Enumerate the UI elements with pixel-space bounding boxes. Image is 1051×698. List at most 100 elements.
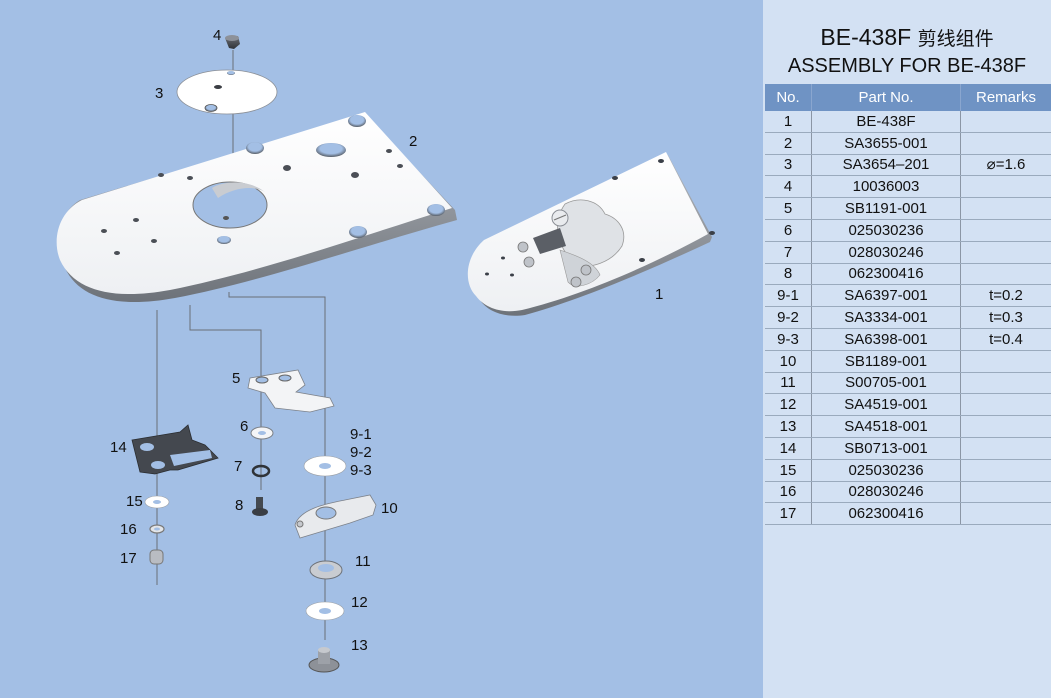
cell-remarks <box>960 241 1051 264</box>
cell-part-no: SB1191-001 <box>811 197 961 220</box>
title-model: BE-438F 剪线组件 <box>763 24 1051 51</box>
cell-part-no: 025030236 <box>811 219 961 242</box>
part-11-washer <box>309 560 343 580</box>
title-model-number: BE-438F <box>820 24 912 50</box>
part-2-throat-plate <box>56 112 457 303</box>
cell-no: 2 <box>765 132 812 155</box>
cell-no: 17 <box>765 502 812 526</box>
part-14-bracket <box>131 424 219 475</box>
part-12-shim <box>305 601 345 621</box>
part-13-stud <box>308 647 340 673</box>
cell-part-no: 025030236 <box>811 459 961 482</box>
cell-no: 8 <box>765 263 812 286</box>
callout-7: 7 <box>234 458 243 475</box>
cell-remarks <box>960 415 1051 438</box>
cell-remarks <box>960 263 1051 286</box>
header-part-no: Part No. <box>811 84 961 111</box>
table-header-row: No. Part No. Remarks <box>765 84 1051 111</box>
header-no: No. <box>765 84 812 111</box>
cell-remarks <box>960 372 1051 395</box>
header-remarks: Remarks <box>960 84 1051 111</box>
cell-no: 11 <box>765 372 812 395</box>
cell-no: 6 <box>765 219 812 242</box>
cell-no: 5 <box>765 197 812 220</box>
callout-6: 6 <box>240 418 249 435</box>
part-4-screw <box>225 35 240 49</box>
callout-1: 1 <box>655 286 664 303</box>
cell-remarks <box>960 459 1051 482</box>
callout-4: 4 <box>213 27 222 44</box>
cell-part-no: 062300416 <box>811 263 961 286</box>
cell-part-no: 10036003 <box>811 175 961 199</box>
cell-remarks <box>960 219 1051 242</box>
cell-no: 1 <box>765 111 812 133</box>
cell-part-no: SA3334-001 <box>811 306 961 329</box>
cell-remarks <box>960 197 1051 220</box>
callout-8: 8 <box>235 497 244 514</box>
cell-remarks <box>960 175 1051 199</box>
cell-no: 3 <box>765 154 812 177</box>
cell-remarks: t=0.4 <box>960 328 1051 351</box>
cell-part-no: SA3654–201 <box>811 154 961 177</box>
cell-remarks <box>960 481 1051 504</box>
cell-remarks <box>960 437 1051 460</box>
cell-remarks <box>960 132 1051 155</box>
cell-part-no: SB1189-001 <box>811 350 961 373</box>
part-6-washer <box>250 426 274 440</box>
cell-no: 9-2 <box>765 306 812 329</box>
cell-part-no: BE-438F <box>811 111 961 133</box>
cell-no: 15 <box>765 459 812 482</box>
cell-remarks: t=0.3 <box>960 306 1051 329</box>
cell-no: 9-3 <box>765 328 812 351</box>
part-15-washer <box>144 495 170 509</box>
callout-15: 15 <box>126 493 143 510</box>
cell-no: 12 <box>765 393 812 417</box>
cell-part-no: 028030246 <box>811 241 961 264</box>
callout-5: 5 <box>232 370 241 387</box>
callout-12: 12 <box>351 594 368 611</box>
cell-part-no: 062300416 <box>811 502 961 526</box>
callout-13: 13 <box>351 637 368 654</box>
callout-9-2: 9-2 <box>350 444 372 461</box>
callout-17: 17 <box>120 550 137 567</box>
part-8-screw <box>252 497 268 516</box>
part-5-knife-bracket <box>247 369 335 413</box>
cell-no: 7 <box>765 241 812 264</box>
part-16-spring-washer <box>149 524 165 534</box>
parts-list-panel: BE-438F 剪线组件 ASSEMBLY FOR BE-438F No. Pa… <box>763 0 1051 698</box>
title-english: ASSEMBLY FOR BE-438F <box>787 55 1027 77</box>
cell-part-no: 028030246 <box>811 481 961 504</box>
part-7-spring-washer <box>251 464 271 478</box>
callout-10: 10 <box>381 500 398 517</box>
callout-14: 14 <box>110 439 127 456</box>
cell-part-no: SA4518-001 <box>811 415 961 438</box>
part-9-shim <box>303 455 347 477</box>
callout-3: 3 <box>155 85 164 102</box>
cell-no: 9-1 <box>765 284 812 308</box>
cell-part-no: SB0713-001 <box>811 437 961 460</box>
title-chinese: 剪线组件 <box>917 28 994 50</box>
cell-part-no: S00705-001 <box>811 372 961 395</box>
cell-remarks <box>960 111 1051 133</box>
cell-no: 4 <box>765 175 812 199</box>
cell-part-no: SA3655-001 <box>811 132 961 155</box>
part-3-disc <box>176 69 278 115</box>
cell-remarks <box>960 502 1051 526</box>
cell-part-no: SA6397-001 <box>811 284 961 308</box>
cell-no: 13 <box>765 415 812 438</box>
part-10-moving-knife <box>294 494 377 539</box>
cell-remarks <box>960 393 1051 417</box>
